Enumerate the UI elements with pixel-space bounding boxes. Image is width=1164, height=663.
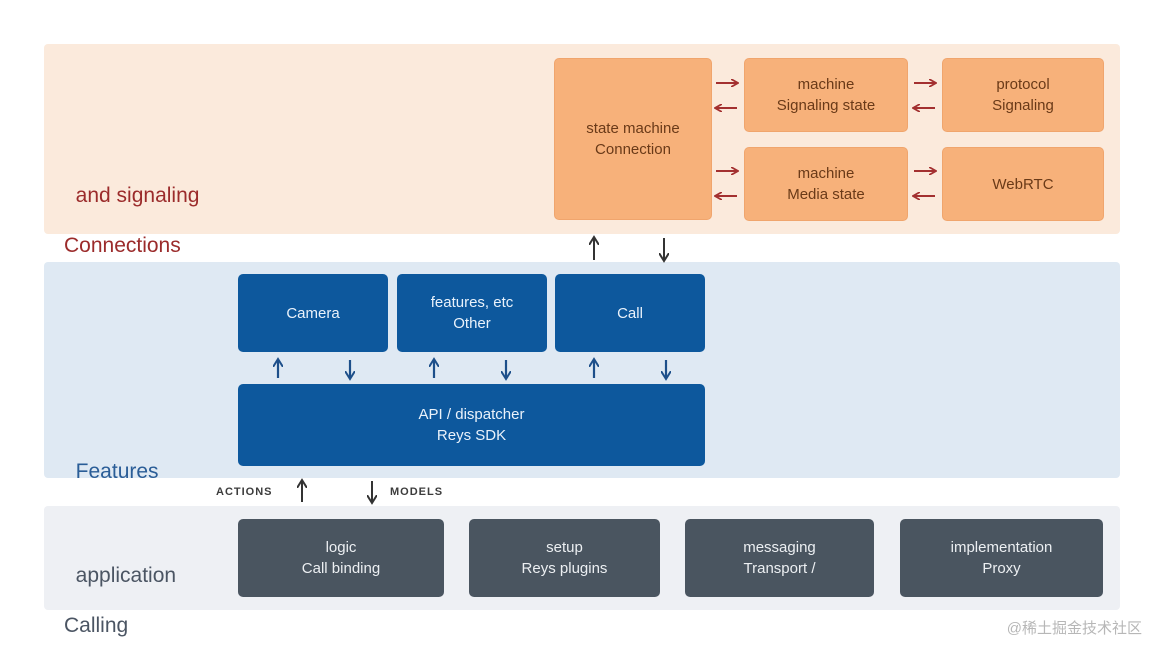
signaling-state-line2: Signaling state — [776, 97, 876, 114]
actions-label: ACTIONS — [216, 486, 273, 498]
transport-line2: Transport / — [743, 560, 816, 577]
features-band-label: Features — [64, 434, 159, 484]
call-binding-line1: logic — [325, 539, 357, 556]
features-label-line1: Features — [75, 460, 159, 483]
other-features-box: features, etc Other — [397, 274, 547, 352]
plugins-line2: Reys plugins — [521, 560, 608, 577]
connections-label-line1: and signaling — [75, 184, 200, 207]
connections-label-line2: Connections — [64, 234, 181, 257]
reys-plugins-setup-box: setup Reys plugins — [469, 519, 660, 597]
connections-band-label: and signaling Connections — [64, 158, 199, 283]
media-state-line1: machine — [797, 165, 855, 182]
other-features-line2: Other — [453, 315, 491, 332]
connection-state-line1: state machine — [586, 120, 680, 137]
transport-line1: messaging — [743, 539, 816, 556]
signaling-protocol-line2: Signaling — [992, 97, 1054, 114]
watermark: @稀土掘金技术社区 — [1006, 620, 1142, 637]
application-label-line2: Calling — [64, 614, 129, 637]
plugins-line1: setup — [546, 539, 583, 556]
proxy-line2: Proxy — [982, 560, 1021, 577]
camera-box: Camera — [238, 274, 388, 352]
proxy-implementation-box: implementation Proxy — [900, 519, 1103, 597]
camera-line1: Camera — [286, 304, 340, 322]
proxy-line1: implementation — [950, 539, 1053, 556]
application-label-line1: application — [75, 564, 177, 587]
models-label: MODELS — [390, 486, 444, 498]
media-state-machine-box: machine Media state — [744, 147, 908, 221]
connection-state-line2: Connection — [595, 141, 671, 158]
signaling-state-machine-box: machine Signaling state — [744, 58, 908, 132]
signaling-state-line1: machine — [797, 76, 855, 93]
call-binding-logic-box: logic Call binding — [238, 519, 444, 597]
other-features-line1: features, etc — [430, 294, 514, 311]
connection-state-machine-box: state machine Connection — [554, 58, 712, 220]
signaling-protocol-box: protocol Signaling — [942, 58, 1104, 132]
application-band-label: application Calling — [64, 538, 176, 663]
call-box: Call — [555, 274, 705, 352]
reys-sdk-box: API / dispatcher Reys SDK — [238, 384, 705, 466]
reys-sdk-line1: API / dispatcher — [418, 406, 525, 423]
webrtc-box: WebRTC — [942, 147, 1104, 221]
reys-sdk-line2: Reys SDK — [436, 427, 507, 444]
webrtc-line1: WebRTC — [992, 175, 1054, 193]
call-line1: Call — [617, 304, 643, 322]
media-state-line2: Media state — [787, 186, 865, 203]
signaling-protocol-line1: protocol — [996, 76, 1050, 93]
transport-messaging-box: messaging Transport / — [685, 519, 874, 597]
call-binding-line2: Call binding — [301, 560, 381, 577]
